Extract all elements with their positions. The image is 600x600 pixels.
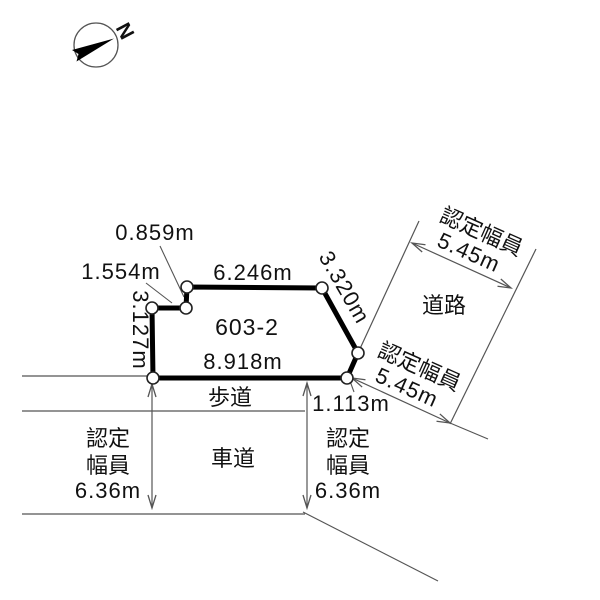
front-road-width-right-line1: 認定 bbox=[326, 426, 370, 451]
vertex-marker bbox=[180, 280, 194, 294]
dimension-notch-vertical-label: 0.859m bbox=[115, 220, 194, 245]
vertex-marker bbox=[315, 281, 329, 295]
dimension-top-label: 6.246m bbox=[213, 260, 292, 285]
road-width-lower-dimension-extension bbox=[449, 422, 489, 440]
carriageway-label: 車道 bbox=[211, 446, 255, 471]
side-road-boundaries bbox=[357, 220, 537, 425]
front-road-width-left-line2: 幅員 bbox=[86, 453, 130, 478]
road-width-upper-label: 認定幅員 5.45m bbox=[434, 202, 527, 277]
corner-cut-line bbox=[302, 511, 439, 582]
road-width-lower-dimension-line bbox=[352, 378, 450, 423]
front-road-boundaries bbox=[22, 375, 439, 582]
vertex-marker bbox=[145, 301, 159, 315]
front-road-width-right-value: 6.36m bbox=[315, 478, 381, 503]
leader-0859 bbox=[159, 245, 185, 298]
vertex-marker bbox=[146, 371, 160, 385]
dimension-notch-horizontal-label: 1.554m bbox=[81, 259, 160, 284]
side-road-near-edge-line bbox=[357, 220, 420, 354]
dimension-left-label: 3.127m bbox=[128, 290, 153, 369]
parcel-vertices bbox=[145, 280, 365, 385]
sidewalk-label: 歩道 bbox=[208, 385, 252, 410]
road-width-upper-dimension-line bbox=[412, 243, 511, 288]
compass: N bbox=[72, 19, 138, 68]
dimension-lines bbox=[152, 243, 511, 508]
front-road-width-left-line1: 認定 bbox=[86, 426, 130, 451]
leader-1554 bbox=[145, 282, 173, 304]
vertex-marker bbox=[351, 346, 365, 360]
front-road-width-left-label: 認定 幅員 6.36m bbox=[75, 426, 141, 503]
north-label: N bbox=[111, 19, 138, 43]
north-arrow-icon bbox=[72, 38, 114, 62]
front-road-width-right-line2: 幅員 bbox=[326, 453, 370, 478]
dimension-bottom-label: 8.918m bbox=[203, 349, 282, 374]
front-road-width-right-label: 認定 幅員 6.36m bbox=[315, 426, 381, 503]
parcel-number-label: 603-2 bbox=[215, 314, 279, 340]
vertex-marker bbox=[179, 301, 193, 315]
side-road-label: 道路 bbox=[422, 293, 466, 318]
compass-circle-icon bbox=[73, 22, 119, 68]
vertex-marker bbox=[340, 371, 354, 385]
side-road-far-edge-line bbox=[449, 248, 537, 425]
dimension-right-short-label: 1.113m bbox=[312, 391, 390, 416]
front-road-width-left-value: 6.36m bbox=[75, 478, 141, 503]
